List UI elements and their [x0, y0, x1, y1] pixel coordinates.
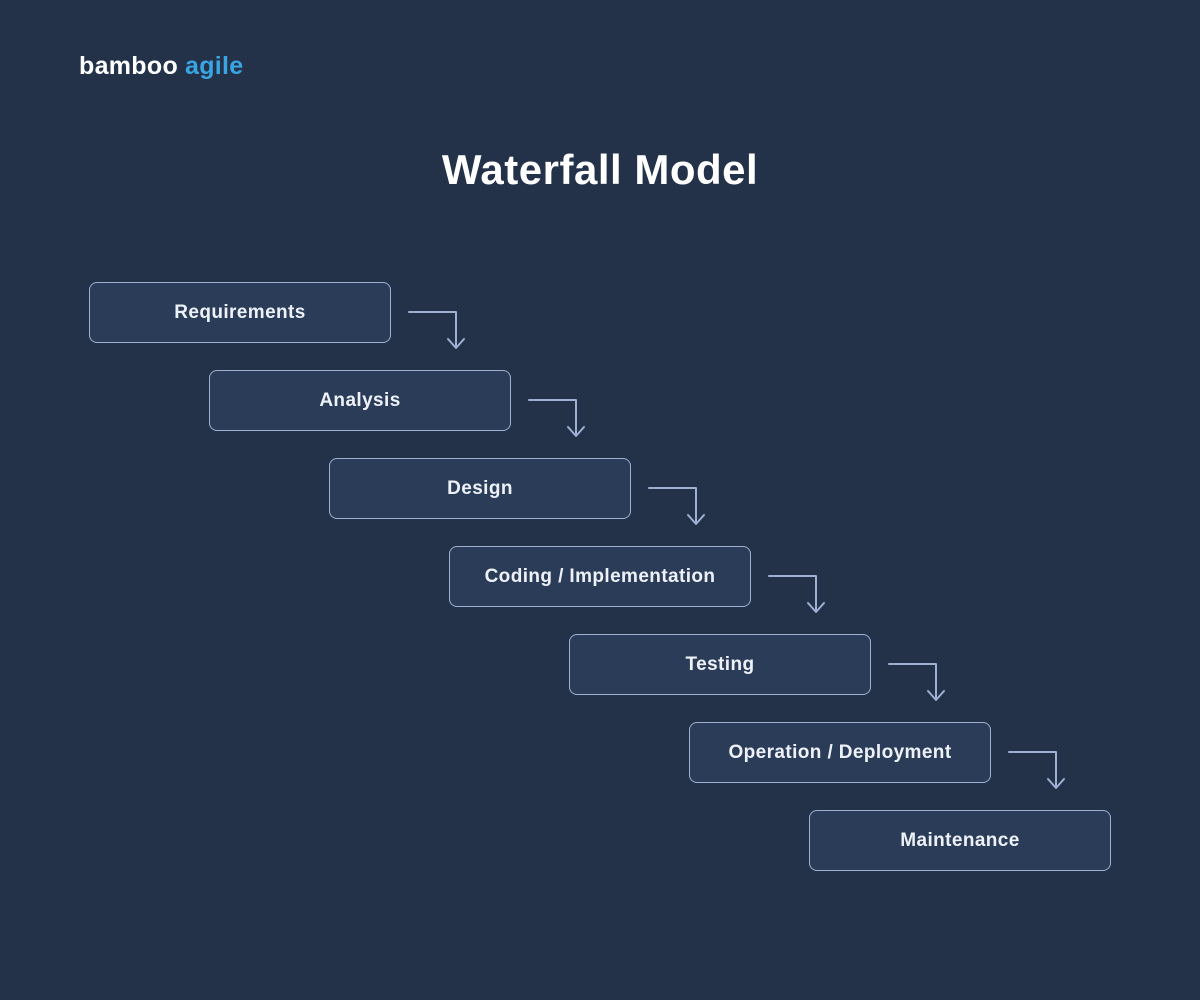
arrow-line: [408, 311, 457, 348]
arrow-line: [888, 663, 937, 700]
arrow-head-icon: [927, 690, 945, 701]
flow-arrow-analysis-to-design: [528, 399, 585, 437]
step-box-testing: Testing: [569, 634, 871, 695]
step-label-requirements: Requirements: [174, 301, 306, 323]
step-label-maintenance: Maintenance: [900, 829, 1020, 851]
arrow-head-icon: [447, 338, 465, 349]
arrow-head-icon: [1047, 778, 1065, 789]
flow-arrow-design-to-coding: [648, 487, 705, 525]
step-box-maintenance: Maintenance: [809, 810, 1111, 871]
arrow-head-icon: [567, 426, 585, 437]
step-box-coding-implementation: Coding / Implementation: [449, 546, 751, 607]
step-box-operation-deployment: Operation / Deployment: [689, 722, 991, 783]
step-label-testing: Testing: [685, 653, 755, 675]
flow-arrow-requirements-to-analysis: [408, 311, 465, 349]
arrow-head-icon: [807, 602, 825, 613]
step-label-design: Design: [447, 477, 513, 499]
step-box-requirements: Requirements: [89, 282, 391, 343]
arrow-line: [1008, 751, 1057, 788]
step-label-coding-implementation: Coding / Implementation: [484, 565, 716, 587]
flow-arrow-testing-to-operation: [888, 663, 945, 701]
arrow-line: [528, 399, 577, 436]
step-box-analysis: Analysis: [209, 370, 511, 431]
step-box-design: Design: [329, 458, 631, 519]
logo-text-bamboo: bamboo: [79, 52, 179, 80]
step-label-operation-deployment: Operation / Deployment: [728, 741, 952, 763]
logo-text-agile: agile: [185, 52, 244, 80]
arrow-head-icon: [687, 514, 705, 525]
flow-arrow-operation-to-maintenance: [1008, 751, 1065, 789]
flow-arrow-coding-to-testing: [768, 575, 825, 613]
arrow-line: [768, 575, 817, 612]
step-label-analysis: Analysis: [319, 389, 401, 411]
arrow-line: [648, 487, 697, 524]
diagram-title: Waterfall Model: [441, 146, 759, 193]
